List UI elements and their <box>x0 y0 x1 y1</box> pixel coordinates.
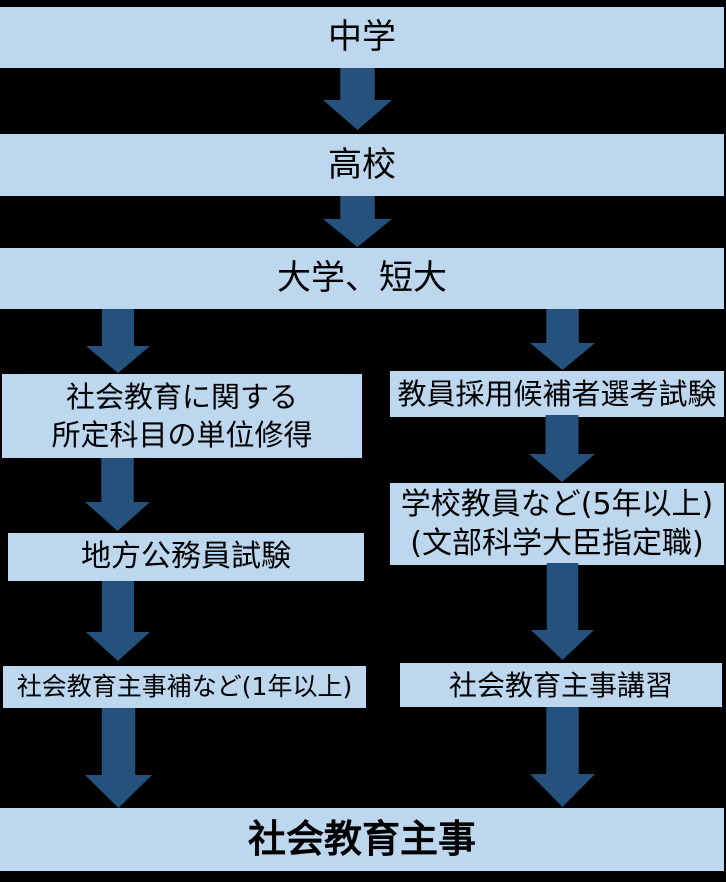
node-high-school-label: 高校 <box>328 144 396 185</box>
node-local-civil-service-exam: 地方公務員試験 <box>8 533 364 581</box>
node-social-education-credits-line2: 所定科目の単位修得 <box>51 418 313 452</box>
node-social-education-director: 社会教育主事 <box>0 808 724 871</box>
node-social-education-credits: 社会教育に関する 所定科目の単位修得 <box>2 374 362 458</box>
node-junior-high-school: 中学 <box>0 7 724 68</box>
node-teacher-recruitment-exam: 教員採用候補者選考試験 <box>390 371 724 417</box>
down-arrow-icon <box>85 458 150 531</box>
node-school-teacher-experience-line1: 学校教員など(5年以上) <box>400 487 714 522</box>
node-director-assistant: 社会教育主事補など(1年以上) <box>3 666 366 708</box>
down-arrow-icon <box>85 708 152 808</box>
node-director-assistant-label: 社会教育主事補など(1年以上) <box>16 672 353 702</box>
down-arrow-icon <box>323 68 392 130</box>
node-school-teacher-experience-line2: (文部科学大臣指定職) <box>410 526 704 561</box>
node-social-education-director-label: 社会教育主事 <box>247 816 476 861</box>
down-arrow-icon <box>530 707 595 807</box>
down-arrow-icon <box>86 581 150 661</box>
down-arrow-icon <box>529 415 595 482</box>
node-high-school: 高校 <box>0 134 724 196</box>
down-arrow-icon <box>530 309 595 370</box>
node-school-teacher-experience: 学校教員など(5年以上) (文部科学大臣指定職) <box>390 483 724 565</box>
node-director-training: 社会教育主事講習 <box>400 663 722 707</box>
down-arrow-icon <box>531 563 594 660</box>
node-teacher-recruitment-exam-label: 教員採用候補者選考試験 <box>397 376 717 411</box>
down-arrow-icon <box>323 196 392 247</box>
down-arrow-icon <box>86 309 150 373</box>
node-director-training-label: 社会教育主事講習 <box>448 668 673 702</box>
node-local-civil-service-exam-label: 地方公務員試験 <box>81 539 291 575</box>
node-junior-high-school-label: 中学 <box>328 17 396 58</box>
node-university-label: 大学、短大 <box>277 258 447 299</box>
node-social-education-credits-line1: 社会教育に関する <box>65 380 298 414</box>
node-university: 大学、短大 <box>0 248 724 309</box>
